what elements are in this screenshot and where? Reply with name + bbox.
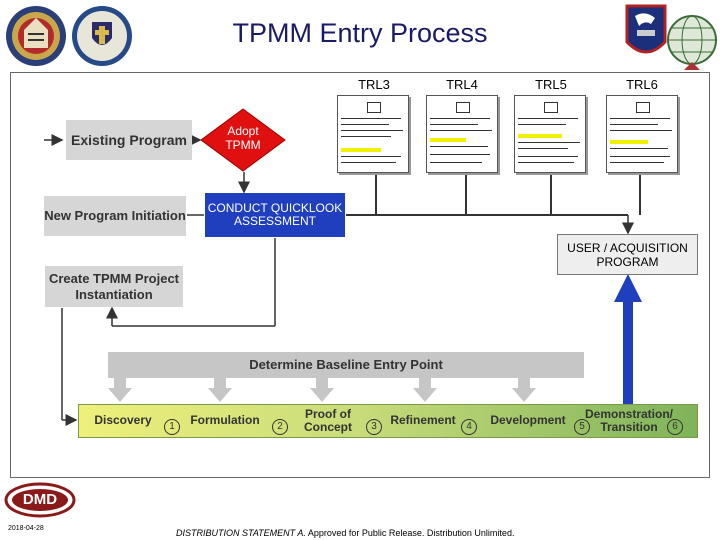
trl6-label: TRL6	[626, 77, 658, 92]
distribution-label: DISTRIBUTION STATEMENT A.	[176, 528, 306, 538]
phase-refinement-label: Refinement	[390, 413, 456, 427]
globe-emblem-icon	[667, 15, 717, 70]
phase-development-label: Development	[490, 413, 566, 427]
adopt-tpmm-label: Adopt TPMM	[225, 124, 261, 152]
phase-proof-of-concept-label: Proof of Concept	[304, 407, 352, 434]
existing-program-box: Existing Program	[66, 120, 192, 160]
trl4-document-thumbnail	[426, 95, 498, 173]
seal-right-icon	[72, 6, 132, 66]
trl5-document-thumbnail	[514, 95, 586, 173]
trl3-document-thumbnail	[337, 95, 409, 173]
dmd-logo-icon	[4, 482, 76, 518]
trl6-document-thumbnail	[606, 95, 678, 173]
phase-demonstration-label: Demonstration/ Transition	[584, 407, 673, 434]
trl5-label: TRL5	[535, 77, 567, 92]
diamond-shape-icon	[200, 108, 286, 172]
baseline-bar: Determine Baseline Entry Point	[108, 352, 584, 378]
phase-5-number: 5	[574, 419, 590, 435]
phase-bar	[78, 404, 698, 438]
phase-discovery-label: Discovery	[94, 413, 152, 427]
phase-formulation-label: Formulation	[190, 413, 260, 427]
phase-6-number: 6	[667, 419, 683, 435]
distribution-statement: DISTRIBUTION STATEMENT A. Approved for P…	[176, 528, 514, 538]
adopt-tpmm-diamond: Adopt TPMM	[200, 108, 286, 172]
footer-date: 2018-04-28	[8, 525, 44, 532]
phase-3-number: 3	[366, 419, 382, 435]
new-program-box: New Program Initiation	[44, 196, 186, 236]
baseline-label: Determine Baseline Entry Point	[249, 357, 443, 372]
conduct-quicklook-box: CONDUCT QUICKLOOK ASSESSMENT	[205, 193, 345, 237]
distribution-text: Approved for Public Release. Distributio…	[305, 528, 515, 538]
baseline-down-arrows	[108, 378, 536, 402]
page-title: TPMM Entry Process	[232, 18, 488, 48]
create-project-box: Create TPMM Project Instantiation	[45, 266, 183, 307]
dmd-logo-text: DMD	[22, 491, 58, 508]
trl4-label: TRL4	[446, 77, 478, 92]
dmd-logo: DMD	[4, 482, 76, 518]
trl3-label: TRL3	[358, 77, 390, 92]
user-acquisition-box: USER / ACQUISITION PROGRAM	[557, 234, 698, 275]
seal-left-icon	[6, 6, 66, 66]
phase-4-number: 4	[461, 419, 477, 435]
eagle-shield-icon	[625, 4, 667, 54]
phase-2-number: 2	[272, 419, 288, 435]
phase-1-number: 1	[164, 419, 180, 435]
